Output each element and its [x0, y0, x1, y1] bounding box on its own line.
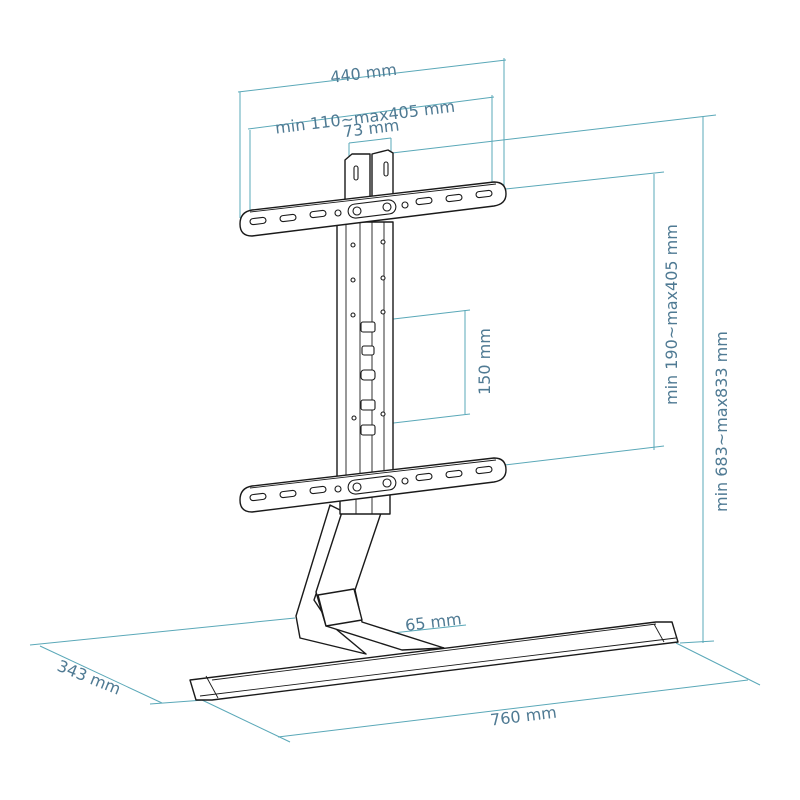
label-vesa-vertical: min 190~max405 mm: [662, 224, 681, 405]
label-neck-depth: 65 mm: [404, 609, 463, 635]
dimension-labels: 440 mm min 110~max405 mm 73 mm min 190~m…: [55, 60, 731, 730]
dimension-lines: [29, 58, 761, 743]
label-overall-height: min 683~max833 mm: [712, 331, 731, 512]
stand-neck: [295, 504, 445, 655]
label-bracket-width: 440 mm: [329, 60, 398, 87]
label-base-width: 760 mm: [489, 703, 558, 730]
label-column-step: 150 mm: [475, 328, 494, 395]
label-base-depth: 343 mm: [55, 656, 124, 699]
bottom-mounting-arm: [239, 457, 507, 513]
top-mounting-arm: [239, 181, 507, 237]
stand-base: [189, 621, 679, 701]
